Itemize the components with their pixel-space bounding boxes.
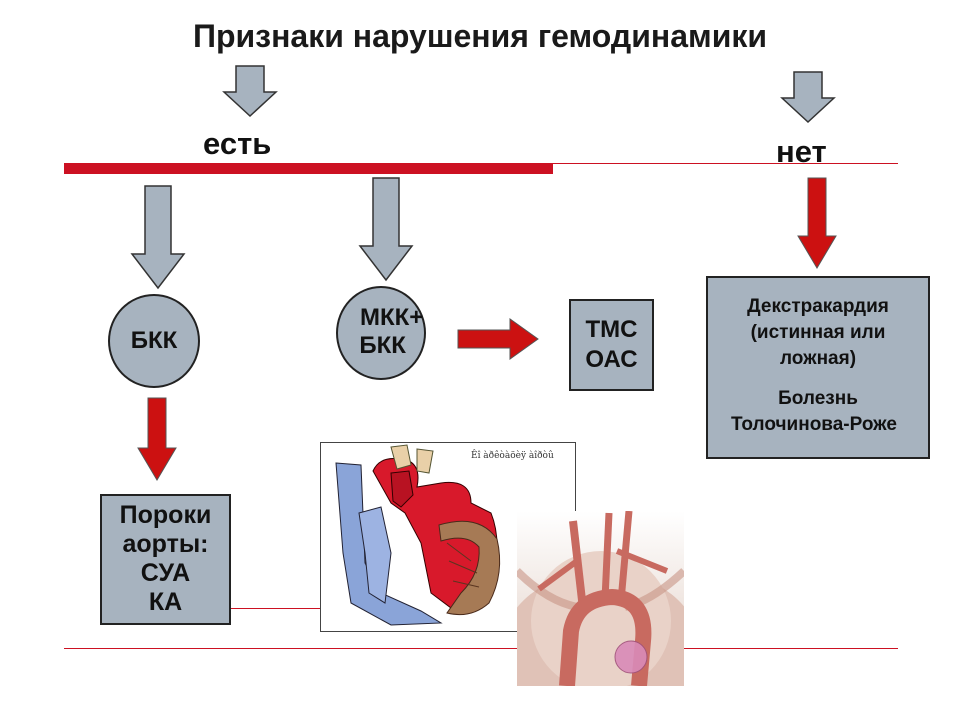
heart-illustration: Êî àðêòàöèÿ àîðòû	[320, 442, 576, 632]
gray-arrow-no	[780, 71, 836, 124]
gray-arrow-bkk	[130, 185, 186, 290]
tms-line2: ОАС	[585, 346, 638, 373]
branch-yes-label: есть	[203, 126, 272, 161]
node-bkk: БКК	[108, 294, 200, 388]
dextro-line6: Толочинова-Роже	[731, 414, 897, 435]
mkk-line1: МКК+	[360, 304, 424, 331]
divider-thick	[64, 163, 553, 174]
aorta-line1: Пороки	[119, 501, 212, 529]
aorta-drawing	[517, 511, 684, 686]
dextro-line1: Декстракардия	[747, 296, 889, 317]
node-tms: ТМС ОАС	[569, 299, 654, 391]
red-arrow-tms	[457, 318, 539, 360]
branch-no-label: нет	[776, 134, 827, 169]
gray-arrow-mkk	[358, 177, 414, 282]
aorta-line2: аорты:	[122, 530, 209, 558]
dextro-line3: ложная)	[779, 348, 857, 369]
red-arrow-aorta	[137, 397, 177, 481]
aorta-line4: КА	[148, 588, 183, 616]
dextro-line5: Болезнь	[778, 388, 858, 409]
red-arrow-dextro	[797, 177, 837, 269]
heart-caption: Êî àðêòàöèÿ àîðòû	[471, 451, 554, 461]
mkk-line2: БКК	[359, 332, 406, 359]
heart-drawing	[335, 444, 501, 626]
aorta-line3: СУА	[140, 559, 191, 587]
node-dextrocardia: Декстракардия (истинная или ложная) Боле…	[706, 276, 930, 459]
tms-line1: ТМС	[585, 316, 638, 343]
node-mkk-bkk	[336, 286, 426, 380]
connector-line	[231, 608, 321, 609]
dextro-line4	[708, 372, 928, 386]
gray-arrow-yes	[222, 65, 278, 118]
node-bkk-label: БКК	[130, 327, 178, 355]
divider-bottom	[64, 648, 898, 649]
aorta-illustration	[517, 511, 684, 686]
divider-thin	[553, 163, 898, 164]
node-mkk-bkk-label: МКК+ БКК	[359, 304, 424, 360]
dextro-line2: (истинная или	[750, 322, 886, 343]
diagram-title: Признаки нарушения гемодинамики	[192, 18, 768, 54]
node-aorta-defects: Пороки аорты: СУА КА	[100, 494, 231, 625]
